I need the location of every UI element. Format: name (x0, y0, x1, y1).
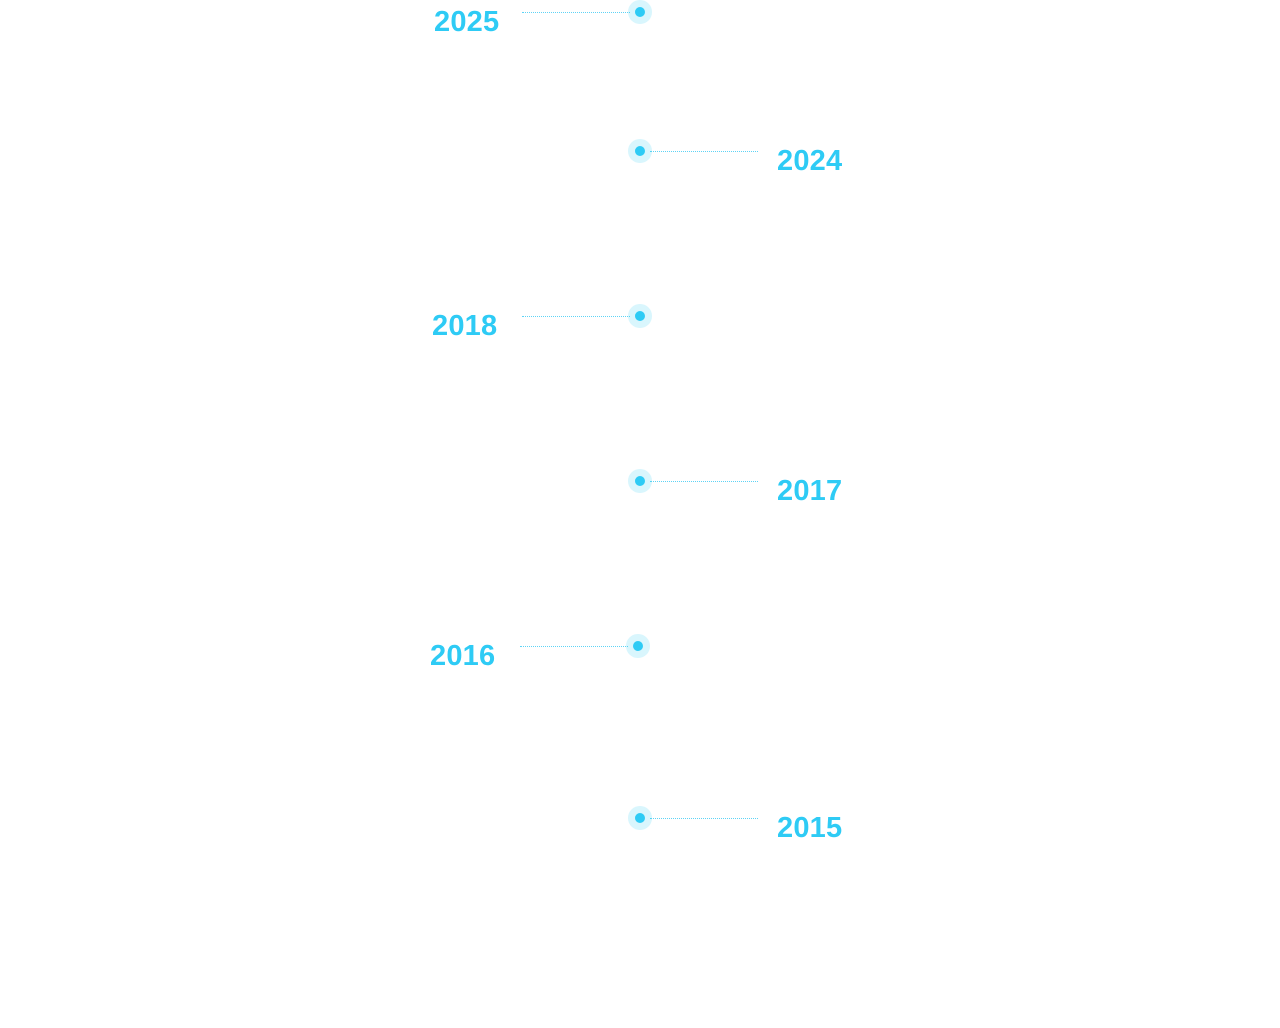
connector-line (522, 12, 630, 13)
connector-line (650, 818, 758, 819)
year-label: 2015 (777, 812, 843, 844)
timeline-dot (633, 641, 643, 651)
year-label: 2024 (777, 145, 843, 177)
year-label: 2025 (434, 6, 500, 38)
connector-line (650, 151, 758, 152)
timeline-dot (635, 7, 645, 17)
year-label: 2018 (432, 310, 498, 342)
connector-line (520, 646, 628, 647)
connector-line (650, 481, 758, 482)
connector-line (522, 316, 630, 317)
timeline-dot (635, 813, 645, 823)
year-label: 2017 (777, 475, 843, 507)
year-label: 2016 (430, 640, 496, 672)
timeline-dot (635, 146, 645, 156)
timeline-dot (635, 311, 645, 321)
timeline-dot (635, 476, 645, 486)
